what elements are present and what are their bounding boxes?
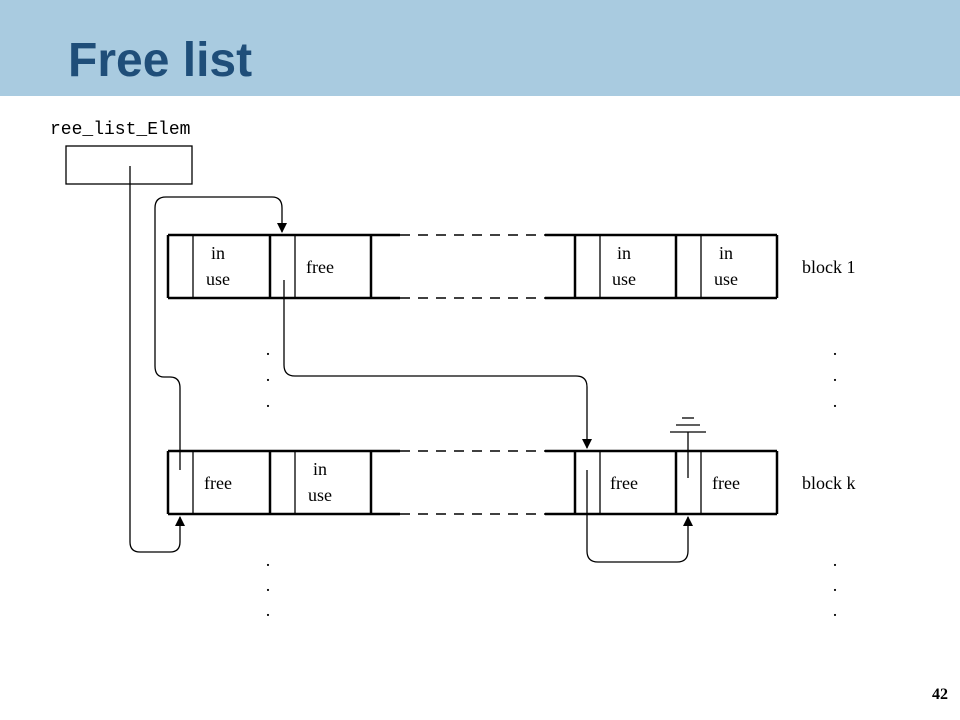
block-1-cell-1-line-1: in xyxy=(211,243,225,263)
block-k-cell-2-line-1: in xyxy=(313,459,327,479)
title-bar xyxy=(0,0,960,96)
ellipsis-dot: . xyxy=(833,600,838,620)
slide-title: Free list xyxy=(68,34,253,87)
ellipsis-dot: . xyxy=(833,339,838,359)
ellipsis-dot: . xyxy=(266,575,271,595)
block-1-row xyxy=(166,233,779,300)
block-k-cell-3-to-cell-4-arrow xyxy=(586,470,693,563)
ellipsis-dot: . xyxy=(266,391,271,411)
ellipsis-dot: . xyxy=(833,391,838,411)
block-1-cell-1-line-2: use xyxy=(206,269,230,289)
block-1-cell-3-line-1: in xyxy=(617,243,631,263)
head-to-block-k-arrow xyxy=(129,166,185,553)
block-k-cell-2-line-2: use xyxy=(308,485,332,505)
block-k-to-block-1-arrow xyxy=(154,196,287,470)
free-list-head-label: ree_list_Elem xyxy=(50,120,190,140)
block-1-cell-2-label: free xyxy=(306,257,334,277)
block-k-cell-1-label: free xyxy=(204,473,232,493)
block-1-cell-3-line-2: use xyxy=(612,269,636,289)
ellipsis-dot: . xyxy=(266,339,271,359)
free-list-head-box xyxy=(65,145,193,185)
ellipsis-dot: . xyxy=(266,550,271,570)
ellipsis-dot: . xyxy=(266,600,271,620)
block-1-to-block-k-arrow xyxy=(283,280,592,449)
ellipsis-dot: . xyxy=(833,550,838,570)
ellipsis-dot: . xyxy=(833,365,838,385)
block-k-label: block k xyxy=(802,473,856,493)
ellipsis-dot: . xyxy=(266,365,271,385)
block-1-cell-4-line-1: in xyxy=(719,243,733,263)
block-k-cell-3-label: free xyxy=(610,473,638,493)
block-1-cell-4-line-2: use xyxy=(714,269,738,289)
block-1-label: block 1 xyxy=(802,257,856,277)
page-number: 42 xyxy=(932,686,948,703)
block-k-row xyxy=(166,449,779,516)
ellipsis-dot: . xyxy=(833,575,838,595)
null-ground-symbol xyxy=(670,417,706,433)
block-k-cell-4-label: free xyxy=(712,473,740,493)
